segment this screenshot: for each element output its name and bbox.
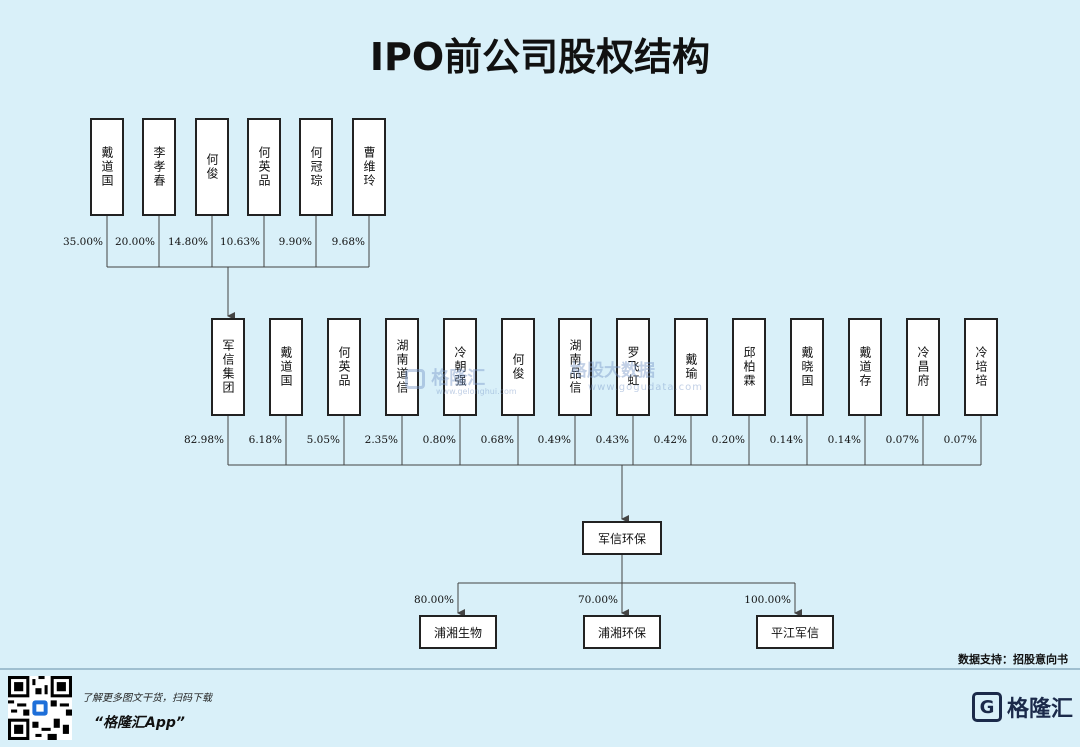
shareholder-box-l2: 何俊 (501, 318, 535, 416)
watermark-logo-icon (405, 369, 425, 389)
gelonghui-logo: G 格隆汇 (972, 690, 1073, 724)
shareholding-pct-l2: 0.49% (537, 434, 571, 446)
footer-divider (0, 668, 1080, 670)
shareholding-pct-l2: 0.14% (769, 434, 803, 446)
shareholder-box-l2-label: 戴道国 (279, 346, 293, 388)
shareholding-pct-l2: 0.68% (480, 434, 514, 446)
subsidiary-box: 平江军信 (756, 615, 834, 649)
shareholding-pct-l2: 0.42% (653, 434, 687, 446)
shareholder-box-l2-label: 军信集团 (221, 339, 235, 395)
shareholding-pct-l2: 0.07% (943, 434, 977, 446)
shareholding-pct-l1: 10.63% (219, 236, 260, 248)
shareholder-box-l2: 何英品 (327, 318, 361, 416)
shareholder-box-l1-label: 何俊 (205, 153, 219, 181)
subsidiary-box-label: 浦湘生物 (433, 625, 482, 640)
shareholder-box-l1: 何英品 (247, 118, 281, 216)
footer-app-name: “格隆汇App” (94, 715, 185, 731)
shareholder-box-l1-label: 何英品 (257, 146, 271, 188)
shareholder-box-l1: 李孝春 (142, 118, 176, 216)
shareholder-box-l2: 湖南品信 (558, 318, 592, 416)
page-title: IPO前公司股权结构 (369, 35, 711, 79)
subsidiary-pct: 100.00% (744, 594, 791, 606)
center-company-name: 军信环保 (597, 531, 646, 546)
subsidiary-box-label: 浦湘环保 (597, 625, 646, 640)
shareholding-pct-l2: 0.80% (422, 434, 456, 446)
shareholder-box-l2-label: 湖南品信 (568, 339, 582, 395)
subsidiary-box: 浦湘环保 (583, 615, 661, 649)
shareholding-pct-l2: 0.14% (827, 434, 861, 446)
subsidiary-pct: 70.00% (577, 594, 618, 606)
shareholder-box-l1-label: 曹维玲 (362, 146, 376, 188)
shareholder-box-l2: 戴道存 (848, 318, 882, 416)
shareholder-box-l2: 军信集团 (211, 318, 245, 416)
shareholder-box-l2-label: 戴道存 (858, 346, 872, 388)
shareholder-box-l2: 冷昌府 (906, 318, 940, 416)
shareholder-box-l2-label: 冷培培 (974, 346, 988, 388)
shareholder-box-l1-label: 李孝春 (152, 146, 166, 188)
watermark-gogudata: 格股大数据 (570, 361, 655, 381)
shareholder-box-l2: 戴晓国 (790, 318, 824, 416)
shareholder-box-l1-label: 何冠琮 (309, 146, 323, 188)
subsidiary-pct: 80.00% (413, 594, 454, 606)
subsidiary-box: 浦湘生物 (419, 615, 497, 649)
qr-code-icon (8, 676, 72, 740)
shareholder-box-l2-label: 何俊 (511, 353, 525, 381)
shareholder-box-l1-label: 戴道国 (100, 146, 114, 188)
shareholder-box-l2: 邱柏霖 (732, 318, 766, 416)
shareholder-box-l2-label: 邱柏霖 (742, 346, 756, 388)
shareholder-box-l1: 何俊 (195, 118, 229, 216)
footer-download-hint: 了解更多图文干货，扫码下载 (82, 693, 212, 704)
shareholder-box-l2: 冷朝强 (443, 318, 477, 416)
shareholding-pct-l1: 35.00% (62, 236, 103, 248)
shareholding-pct-l2: 6.18% (248, 434, 282, 446)
shareholder-box-l2-label: 何英品 (337, 346, 351, 388)
shareholding-pct-l2: 0.20% (711, 434, 745, 446)
shareholding-pct-l1: 9.68% (331, 236, 365, 248)
shareholding-pct-l2: 0.43% (595, 434, 629, 446)
shareholder-box-l2-label: 罗飞虹 (626, 346, 640, 388)
gelonghui-logo-icon: G (972, 692, 1002, 722)
shareholder-box-l2: 罗飞虹 (616, 318, 650, 416)
shareholder-box-l1: 何冠琮 (299, 118, 333, 216)
shareholding-pct-l2: 82.98% (183, 434, 224, 446)
subsidiary-box-label: 平江军信 (770, 625, 819, 640)
shareholder-box-l1: 戴道国 (90, 118, 124, 216)
shareholder-box-l2: 冷培培 (964, 318, 998, 416)
shareholder-box-l1: 曹维玲 (352, 118, 386, 216)
watermark-gogudata-url: www.gogudata.com (588, 382, 704, 393)
shareholding-pct-l2: 0.07% (885, 434, 919, 446)
shareholding-pct-l1: 14.80% (167, 236, 208, 248)
shareholder-box-l2: 戴瑜 (674, 318, 708, 416)
shareholder-box-l2-label: 冷朝强 (453, 346, 467, 388)
shareholder-box-l2-label: 冷昌府 (916, 346, 930, 388)
shareholder-box-l2-label: 戴瑜 (684, 353, 698, 381)
shareholder-box-l2-label: 湖南道信 (395, 339, 409, 395)
shareholder-box-l2: 戴道国 (269, 318, 303, 416)
shareholder-box-l2-label: 戴晓国 (800, 346, 814, 388)
watermark-gelonghui: 格隆汇 (405, 364, 485, 390)
company-box-center: 军信环保 (582, 521, 662, 555)
shareholding-pct-l2: 5.05% (306, 434, 340, 446)
shareholding-pct-l1: 9.90% (278, 236, 312, 248)
watermark-gelonghui-url: www.gelonghui.com (436, 387, 517, 396)
shareholding-pct-l1: 20.00% (114, 236, 155, 248)
shareholder-box-l2: 湖南道信 (385, 318, 419, 416)
source-note: 数据支持：招股意向书 (958, 653, 1068, 666)
shareholding-pct-l2: 2.35% (364, 434, 398, 446)
gelonghui-logo-text: 格隆汇 (1007, 697, 1074, 722)
